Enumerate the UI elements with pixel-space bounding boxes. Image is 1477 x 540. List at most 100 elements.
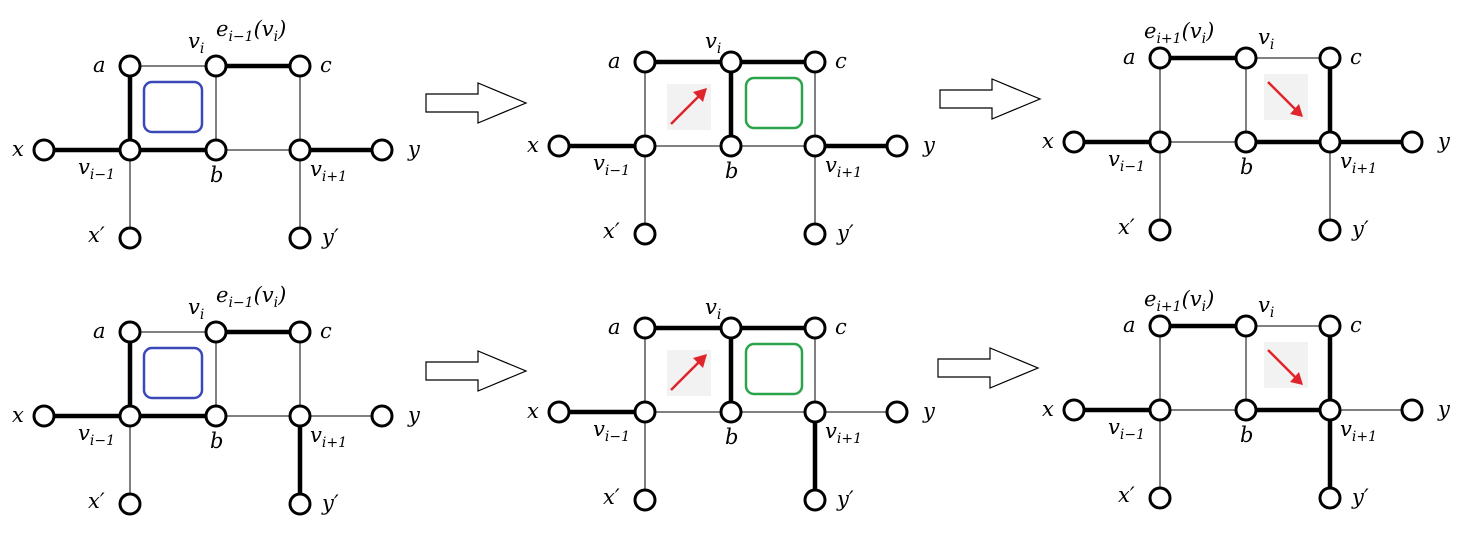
label-c: c: [1350, 313, 1362, 337]
label-v-next: vi+1: [1340, 417, 1377, 445]
label-v-prev-base: v: [593, 151, 605, 175]
label-x: x: [12, 137, 24, 161]
red-arrow-shaft: [670, 359, 702, 391]
label-edge-prev-arg-sub: i: [274, 295, 278, 311]
label-v-next: vi+1: [825, 419, 862, 447]
label-y: y: [922, 399, 936, 423]
label-edge-prev-e: e: [216, 17, 228, 41]
label-y: y: [1437, 397, 1451, 421]
transition-arrow-2-1: [425, 350, 528, 392]
label-b: b: [725, 425, 738, 449]
red-arrow-shaft: [1267, 81, 1297, 111]
label-edge-next-e: e: [1144, 19, 1156, 43]
label-b: b: [1240, 423, 1253, 447]
label-v-prev-base: v: [1108, 147, 1120, 171]
label-a: a: [608, 49, 621, 73]
label-x: x: [12, 403, 24, 427]
face-highlight-blue: [142, 80, 204, 134]
label-b: b: [1240, 155, 1253, 179]
node-b: [719, 400, 743, 424]
node-a: [118, 54, 142, 78]
label-v-prev-base: v: [593, 417, 605, 441]
label-v-i-base: v: [188, 295, 200, 319]
label-v-next-sub: i+1: [322, 169, 347, 185]
label-edge-next-arg-sub: i: [1202, 299, 1206, 315]
label-v-next-base: v: [310, 423, 322, 447]
node-vprev: [118, 404, 142, 428]
node-c: [288, 320, 312, 344]
label-a: a: [93, 53, 106, 77]
red-arrow-head: [693, 354, 707, 368]
label-c: c: [835, 315, 847, 339]
node-vnext: [288, 138, 312, 162]
label-x: x: [1042, 397, 1054, 421]
label-edge-next-arg-sub: i: [1202, 31, 1206, 47]
label-edge-prev-close: ): [277, 17, 286, 41]
node-y: [885, 400, 909, 424]
label-x-prime: x′: [1118, 483, 1135, 507]
label-y-prime: y′: [836, 221, 854, 245]
label-v-i-base: v: [1258, 25, 1270, 49]
label-b: b: [210, 163, 223, 187]
label-edge-next-close: ): [1205, 287, 1214, 311]
node-x: [1062, 398, 1086, 422]
node-vprev: [118, 138, 142, 162]
node-c: [803, 316, 827, 340]
node-vi: [719, 50, 743, 74]
red-arrow-head: [1290, 104, 1303, 117]
label-edge-prev: ei−1(vi): [216, 283, 286, 311]
label-c: c: [1350, 45, 1362, 69]
label-v-next: vi+1: [310, 423, 347, 451]
label-v-i-sub: i: [717, 307, 721, 323]
label-v-next-sub: i+1: [1352, 161, 1377, 177]
node-vnext: [803, 400, 827, 424]
label-edge-prev-e-sub: i−1: [228, 29, 253, 45]
label-a: a: [93, 319, 106, 343]
label-v-next-base: v: [825, 153, 837, 177]
node-c: [803, 50, 827, 74]
label-v-prev-sub: i−1: [1120, 427, 1145, 443]
label-x: x: [527, 399, 539, 423]
label-v-prev-base: v: [78, 155, 90, 179]
face-highlight-green: [744, 342, 804, 396]
label-v-next: vi+1: [1340, 149, 1377, 177]
label-v-i: vi: [1258, 25, 1274, 53]
label-edge-prev-close: ): [277, 283, 286, 307]
label-v-prev: vi−1: [593, 417, 630, 445]
label-y: y: [407, 403, 421, 427]
label-v-i: vi: [705, 29, 721, 57]
node-vprev: [1148, 130, 1172, 154]
label-v-i-base: v: [705, 29, 717, 53]
red-arrow-head: [1290, 372, 1303, 385]
label-v-i-base: v: [1258, 293, 1270, 317]
node-y: [1400, 398, 1424, 422]
label-v-i-sub: i: [1270, 37, 1274, 53]
node-y: [370, 138, 394, 162]
label-a: a: [1123, 313, 1136, 337]
face-highlight-blue: [142, 346, 204, 400]
node-xp: [1148, 486, 1172, 510]
label-y-prime: y′: [321, 491, 339, 515]
label-v-prev: vi−1: [78, 155, 115, 183]
label-v-i-base: v: [188, 29, 200, 53]
node-y: [885, 134, 909, 158]
label-v-prev: vi−1: [78, 421, 115, 449]
node-vnext: [1318, 130, 1342, 154]
label-v-next-base: v: [310, 157, 322, 181]
label-y-prime: y′: [321, 225, 339, 249]
label-x: x: [1042, 129, 1054, 153]
label-v-next-sub: i+1: [322, 435, 347, 451]
label-v-next-sub: i+1: [1352, 429, 1377, 445]
node-a: [1148, 46, 1172, 70]
node-xp: [633, 488, 657, 512]
label-y: y: [1437, 129, 1451, 153]
label-c: c: [320, 319, 332, 343]
label-edge-prev-arg: (v: [254, 17, 274, 41]
